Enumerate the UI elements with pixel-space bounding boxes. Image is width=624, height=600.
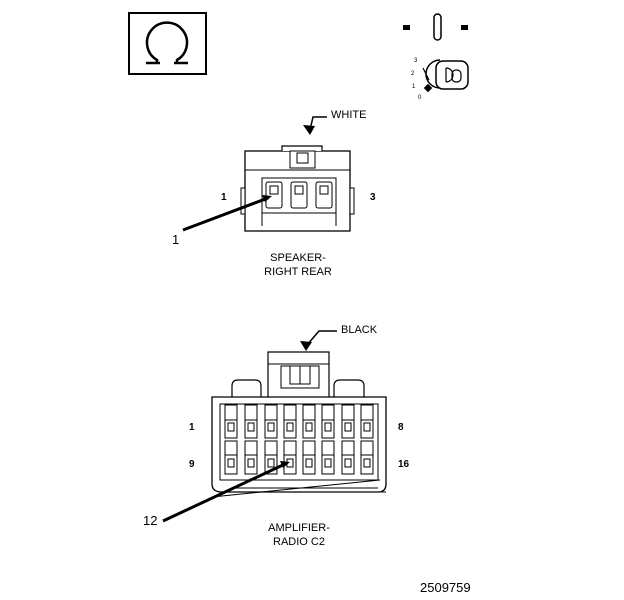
figure-number: 2509759 (420, 580, 471, 595)
ignition-position-2: 2 (411, 71, 415, 77)
speaker-connector: WHITE 1 3 1 SPEAKER- RIGHT REAR (172, 109, 376, 278)
speaker-pin-3-label: 3 (370, 192, 376, 203)
connector-color-black: BLACK (341, 324, 378, 336)
amplifier-connector-name-line1: AMPLIFIER- (268, 522, 330, 534)
speaker-connector-name-line1: SPEAKER- (270, 252, 326, 264)
amplifier-top-cavity-row (224, 404, 374, 439)
amplifier-callout-line (162, 462, 286, 523)
speaker-callout-line (182, 196, 269, 232)
speaker-callout-number: 1 (172, 232, 179, 247)
ohm-icon (128, 12, 207, 75)
amplifier-connector-name-line2: RADIO C2 (273, 536, 325, 548)
amplifier-pin-9-label: 9 (189, 459, 195, 470)
ignition-position-0: 0 (418, 95, 422, 101)
connector-color-white: WHITE (331, 109, 366, 121)
speaker-pin-1-label: 1 (221, 192, 227, 203)
amplifier-pin-8-label: 8 (398, 422, 404, 433)
amplifier-bottom-cavity-row (224, 440, 374, 475)
amplifier-pin-1-label: 1 (189, 422, 195, 433)
black-label-leader (306, 330, 337, 346)
ignition-switch-icon: 3 2 1 0 (403, 13, 469, 101)
amplifier-pin-16-label: 16 (398, 459, 410, 470)
amplifier-connector: BLACK (143, 324, 410, 548)
amplifier-callout-number: 12 (143, 513, 157, 528)
ignition-position-1: 1 (412, 84, 416, 90)
speaker-connector-name-line2: RIGHT REAR (264, 266, 332, 278)
ignition-position-3: 3 (414, 58, 418, 64)
white-label-leader (309, 116, 327, 131)
